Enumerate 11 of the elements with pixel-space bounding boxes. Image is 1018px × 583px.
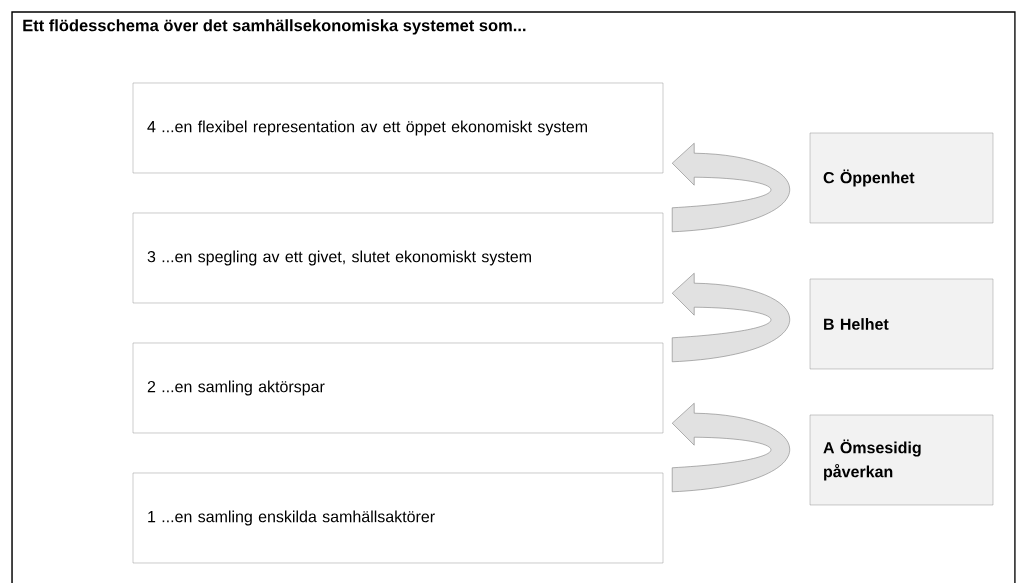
- title: Ett flödesschema över det samhällsekonomiska systemet som...: [23, 19, 526, 35]
- curved-arrow: [671, 272, 790, 363]
- step-box: 2 ...en samling aktörspar: [132, 342, 664, 434]
- step-box: 1 ...en samling enskilda samhällsaktörer: [132, 472, 664, 564]
- step-box: 3 ...en spegling av ett givet, slutet ekonomiskt system: [132, 212, 664, 304]
- step-box: 4 ...en flexibel representation av ett öppet ekonomiskt system: [132, 82, 664, 174]
- aspect-box: B Helhet: [809, 278, 994, 370]
- curved-arrow: [671, 142, 790, 233]
- aspect-box: A Ömsesidig påverkan: [809, 414, 994, 506]
- aspect-box: C Öppenhet: [809, 132, 994, 224]
- curved-arrow: [671, 402, 790, 493]
